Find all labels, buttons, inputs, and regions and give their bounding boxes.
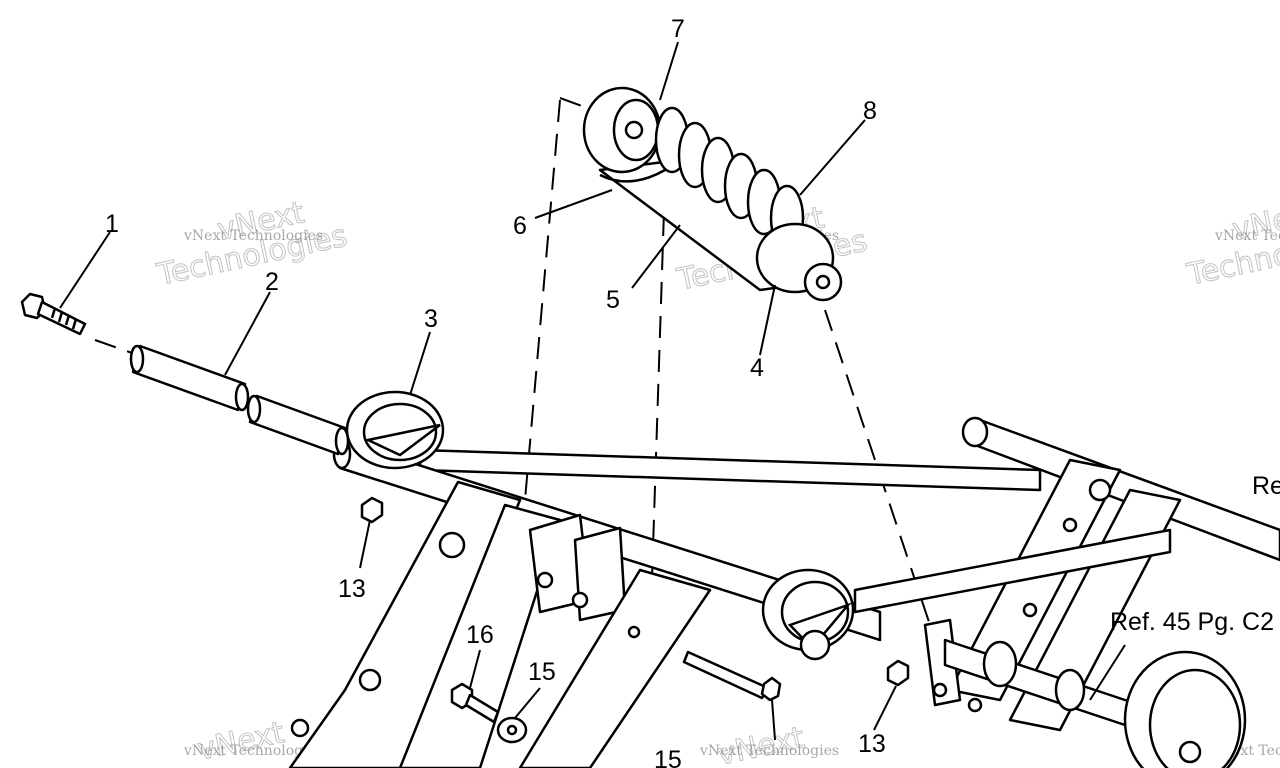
pivot-hole [438,531,466,559]
leader-7 [659,41,679,101]
shock-top-eye [624,120,644,140]
leader-ref-45 [1089,644,1126,701]
shock-spring-assembly [582,86,843,302]
callout-1: 1 [105,210,119,238]
callout-13-right: 13 [858,730,886,758]
guide-line [94,339,136,355]
bushing [799,629,831,661]
long-bolt-head [760,676,782,702]
watermark-small: vNext Technologies [183,743,323,759]
thread-marks [50,307,78,330]
bracket-hole [967,697,983,713]
leader-8 [799,119,866,196]
arm-plate-inner [398,503,562,768]
shaft-end [961,416,989,448]
rod-end [246,394,262,424]
reference-note-ref-45: Ref. 45 Pg. C2 [1110,608,1274,636]
callout-7: 7 [671,15,685,43]
cup-gusset [787,602,852,650]
right-arm-assembly [853,458,1182,732]
leader-13-right [873,685,897,731]
wheel-inner [1148,668,1242,768]
watermark-small: vNext Technologies [1214,228,1280,244]
rod-segment-left [131,344,247,412]
shock-bottom-eye [815,274,831,290]
nut-13-right [886,659,910,687]
callout-15-lower: 15 [654,746,682,768]
guide-line [559,97,583,107]
spring-coils-7-8 [654,106,805,252]
watermark-small: vNext Technologies [183,228,323,244]
center-brackets [518,513,712,768]
bracket-hole [932,682,948,698]
bracket-hole [571,591,589,609]
arm-plate-outer [288,480,522,768]
left-arm-plate [288,480,562,768]
leader-1 [59,231,111,309]
callout-13-left: 13 [338,575,366,603]
guide-line [824,309,931,626]
callout-5: 5 [606,286,620,314]
diagonal-tube [853,528,1172,614]
guide-line [524,99,561,501]
upper-arm-tube [418,448,1042,492]
collar [1054,668,1086,712]
shock-collar-6 [599,168,666,183]
reference-note-upper: Re [1252,472,1280,500]
pivot-hole [1062,517,1078,533]
leader-lines [59,41,1126,741]
callout-4: 4 [750,354,764,382]
callout-8: 8 [863,97,877,125]
collar [982,640,1018,688]
leader-3 [409,331,431,396]
leader-bottom [771,699,776,741]
cup-part-3 [345,390,445,470]
rod-part-2 [129,344,350,456]
cup-gusset [364,423,441,457]
wheel-hub [1178,740,1202,764]
callout-2: 2 [265,268,279,296]
leader-15 [514,687,541,719]
reference-notes: Re Ref. 45 Pg. C2 [1110,472,1280,636]
rod-segment-right [248,394,347,456]
callout-16: 16 [466,621,494,649]
watermark-small: vNext Technologies [699,743,839,759]
right-arm-plate [948,458,1122,702]
cup-inner [362,402,438,462]
leader-4 [759,284,776,356]
center-arm-plate [518,568,712,768]
pivot-hole [1022,602,1038,618]
rod-end [234,382,250,412]
leader-13-left [359,519,371,569]
leader-2 [224,291,271,376]
washer-hole [506,724,518,736]
leader-16 [469,649,481,689]
callout-3: 3 [424,305,438,333]
pivot-hole [290,718,310,738]
callout-15-upper: 15 [528,658,556,686]
leader-5 [631,224,681,289]
hardware [360,496,910,744]
long-bolt [682,650,770,700]
idler-wheel [1123,650,1247,768]
bolt-16-thread [464,693,500,724]
bracket-hole [536,571,554,589]
bolt-part-1 [20,292,87,336]
leader-6 [534,189,613,219]
nut-13-left [360,496,384,524]
pivot-hole [1088,478,1112,502]
cup-right [761,568,855,661]
callout-6: 6 [513,212,527,240]
small-hole [627,625,641,639]
callout-labels: 1 2 3 4 5 6 7 8 13 13 15 15 16 [105,15,886,768]
watermark-large: vNext [194,715,287,768]
rod-end [129,344,145,374]
pivot-hole [358,668,382,692]
